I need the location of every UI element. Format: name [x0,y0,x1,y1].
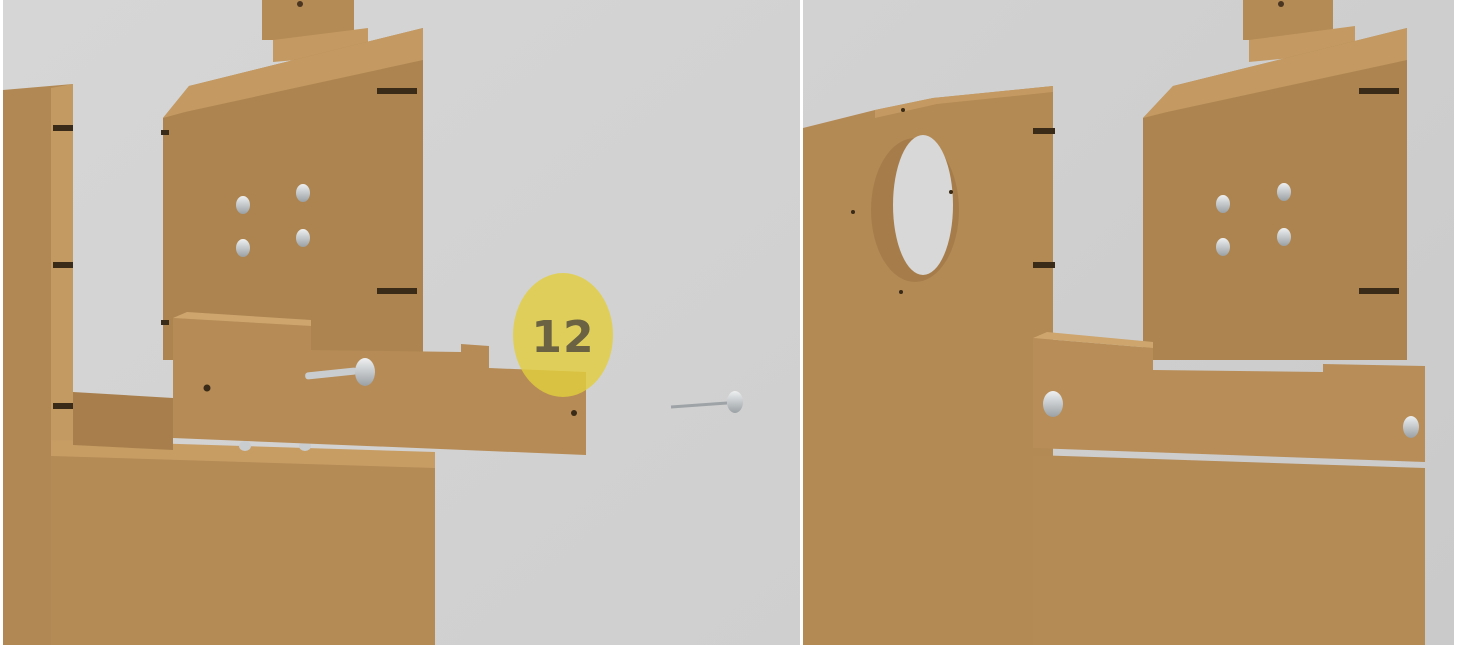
right-edge-gutter [1454,0,1463,645]
step-number-badge: 12 [513,273,613,397]
side-panel-with-hole [803,86,1055,645]
assembly-after-view [803,0,1454,645]
lower-block [1033,455,1425,645]
step-number: 12 [531,312,594,363]
assembly-before-illustration [3,0,800,645]
assembly-before-view: 12 [3,0,800,645]
assembly-after-illustration [803,0,1454,645]
